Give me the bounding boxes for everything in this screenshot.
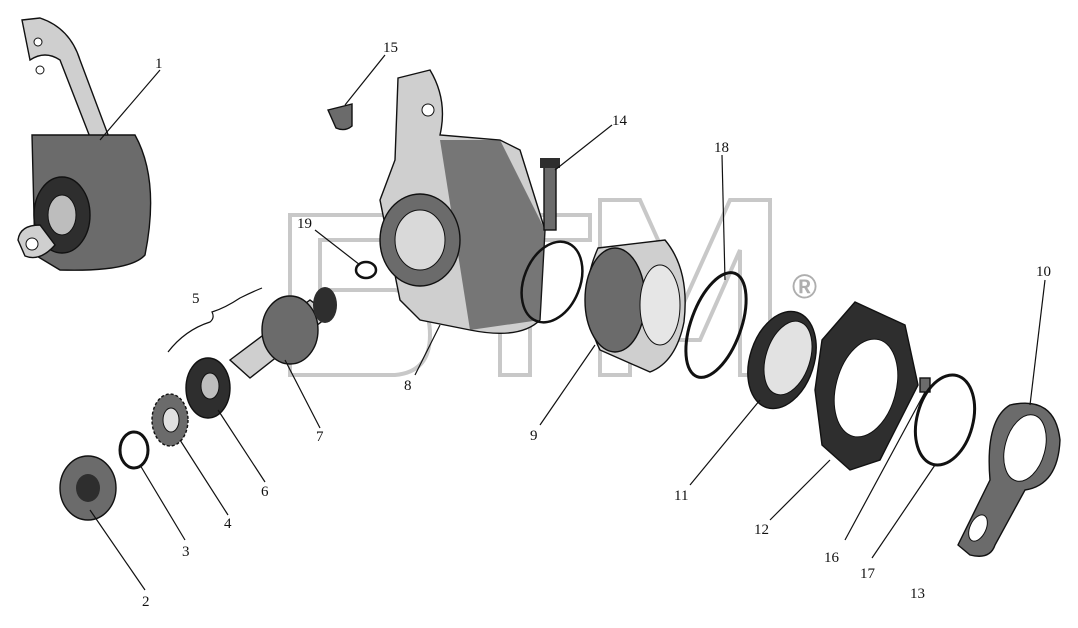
leader-19 — [314, 229, 361, 266]
label-2: 2 — [142, 594, 150, 610]
label-7: 7 — [316, 429, 324, 445]
leader-14 — [554, 124, 613, 171]
spline-gear-hub — [162, 407, 180, 433]
part-2-cap — [59, 455, 117, 521]
label-17: 17 — [860, 566, 876, 582]
body-mount-hole — [421, 103, 435, 117]
housing-bore-inner — [47, 194, 77, 236]
leader-8 — [414, 324, 441, 376]
leader-6 — [217, 409, 266, 483]
part-12-cover — [814, 301, 919, 471]
label-5: 5 — [192, 291, 200, 307]
leader-15 — [344, 54, 386, 106]
part-19-small-ring — [354, 260, 378, 280]
label-8: 8 — [404, 378, 412, 394]
wheel-inner-face — [639, 264, 681, 346]
label-13: 13 — [910, 586, 925, 602]
leader-3 — [139, 464, 186, 541]
leader-1 — [99, 69, 161, 141]
seal-inner — [763, 320, 813, 396]
part-1-lever-assembly — [17, 17, 152, 271]
leader-12 — [769, 459, 831, 521]
part-15-plug — [327, 103, 353, 131]
lever-hole-top — [33, 37, 43, 47]
leader-lines — [89, 54, 1046, 591]
body-seal-ring — [520, 240, 584, 324]
part-10-retainer — [957, 402, 1061, 557]
cover-opening — [833, 338, 899, 438]
leader-10 — [1029, 279, 1046, 406]
part-6-gear — [185, 357, 231, 419]
watermark-letter-b — [288, 213, 433, 377]
gear-hub — [200, 372, 220, 400]
part-18-o-ring — [684, 271, 748, 379]
retainer-tab-hole — [968, 514, 988, 542]
watermark-registered-mark: ® — [792, 268, 817, 306]
part-8-body — [379, 69, 546, 335]
part-17-o-ring — [913, 373, 977, 467]
lever-hole-bottom — [35, 65, 45, 75]
label-9: 9 — [530, 428, 538, 444]
body-bore-inner — [394, 209, 446, 271]
label-14: 14 — [612, 113, 628, 129]
label-4: 4 — [224, 516, 232, 532]
leader-2 — [89, 509, 146, 591]
part-9-worm-wheel — [584, 239, 686, 373]
shaft-worm — [261, 295, 319, 365]
leader-16 — [844, 391, 926, 541]
group-5-brace — [167, 287, 263, 353]
bolt-shank — [543, 159, 557, 231]
body-shadow — [440, 140, 545, 330]
plug-body — [327, 103, 353, 131]
leader-9 — [539, 344, 596, 426]
part-11-seal — [747, 310, 817, 410]
leader-18 — [721, 154, 726, 281]
label-3: 3 — [182, 544, 190, 560]
label-6: 6 — [261, 484, 269, 500]
leader-4 — [179, 439, 229, 516]
part-4-spline-gear — [151, 393, 189, 447]
part-14-bolt — [540, 158, 560, 231]
part-labels: 1 2 3 4 5 6 7 8 9 10 11 12 13 14 15 16 1… — [142, 40, 1051, 610]
cap-center — [76, 474, 100, 502]
label-11: 11 — [674, 488, 688, 504]
leader-11 — [689, 399, 761, 486]
label-1: 1 — [155, 56, 163, 72]
housing-lug-hole — [25, 237, 39, 251]
bolt-head — [540, 158, 560, 168]
part-7-worm-shaft — [228, 287, 337, 379]
label-18: 18 — [714, 140, 729, 156]
label-19: 19 — [297, 216, 312, 232]
label-12: 12 — [754, 522, 769, 538]
shaft-end — [313, 287, 337, 323]
label-15: 15 — [383, 40, 398, 56]
retainer-opening — [1003, 414, 1047, 482]
leader-17 — [871, 464, 936, 559]
label-10: 10 — [1036, 264, 1051, 280]
lever-arm — [21, 17, 111, 152]
wheel-teeth-face — [584, 247, 646, 353]
part-3-ring — [118, 430, 150, 470]
label-16: 16 — [824, 550, 840, 566]
leader-7 — [284, 359, 321, 429]
